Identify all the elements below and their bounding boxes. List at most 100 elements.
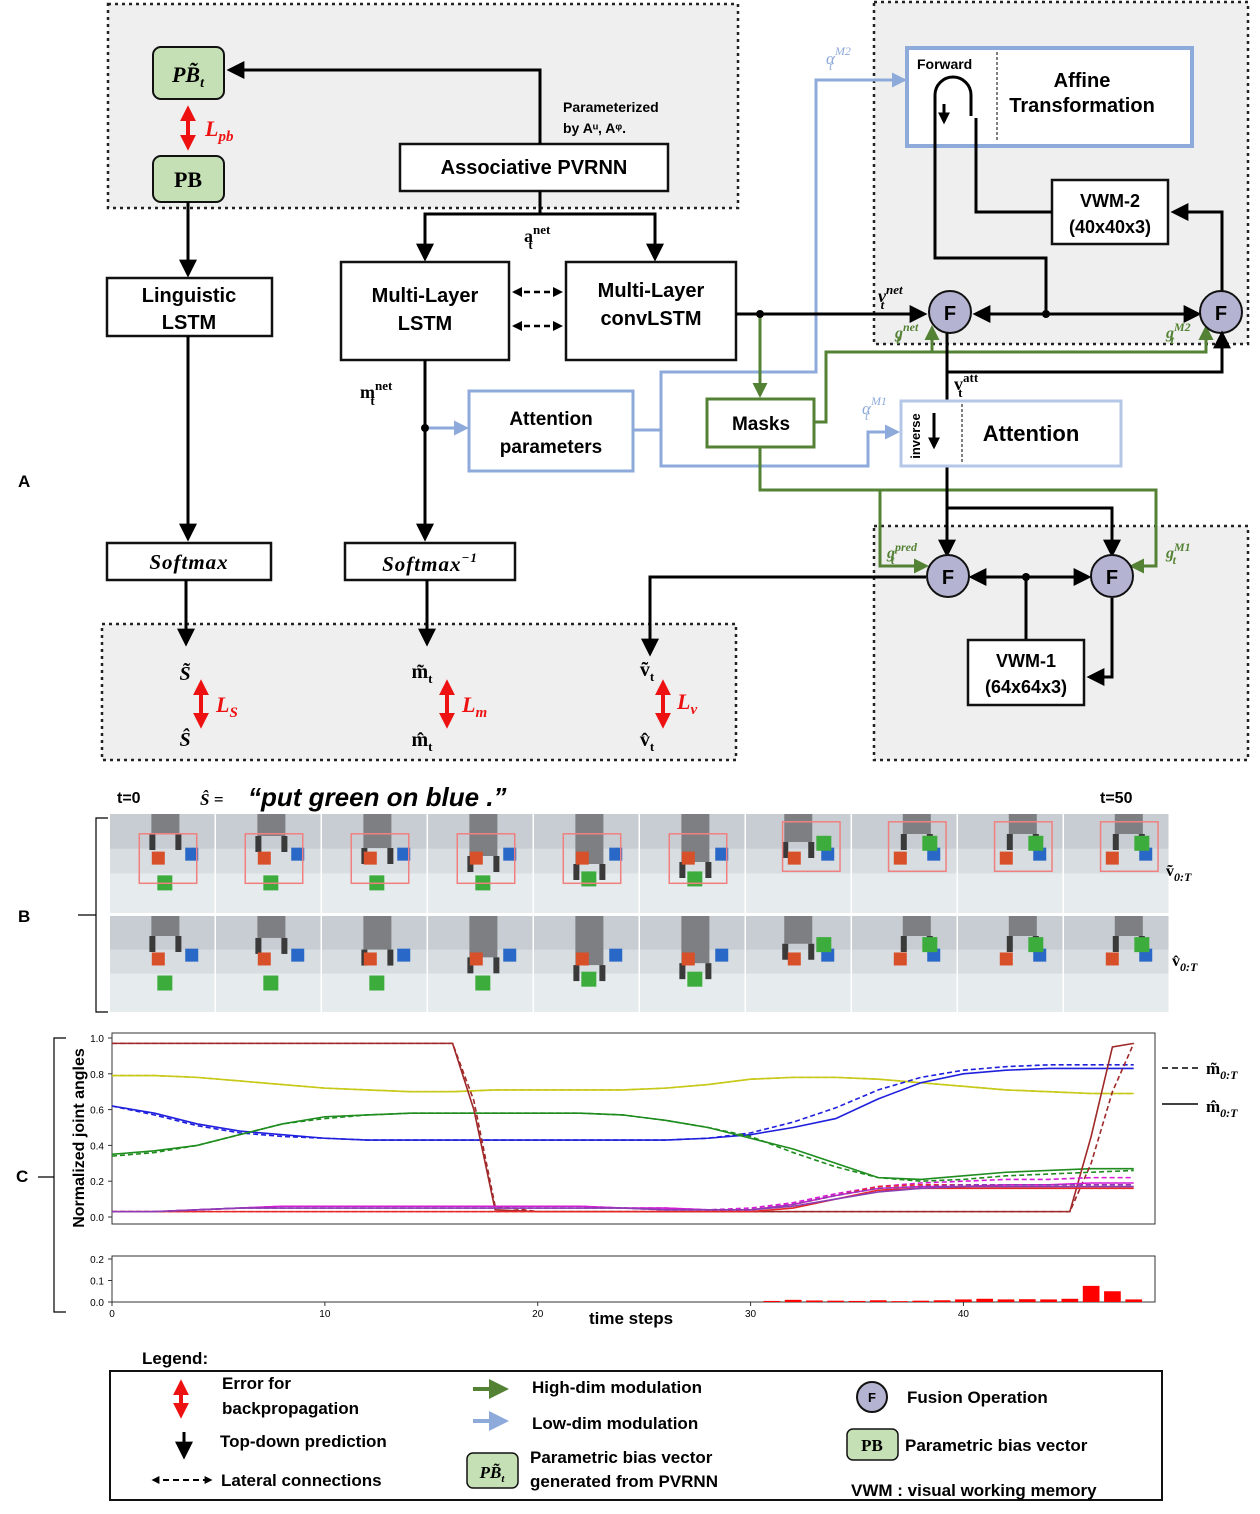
gripper-finger-right [493, 957, 500, 974]
y-tick-label: 0.2 [90, 1177, 104, 1188]
blue-cube [821, 847, 835, 861]
red-cube [681, 952, 695, 966]
frame-table [852, 873, 957, 913]
forward-loop-icon [933, 75, 973, 116]
green-cube [263, 975, 279, 991]
gripper-finger-left [900, 936, 907, 952]
frame-table [958, 873, 1063, 913]
robot-arm [257, 916, 286, 938]
red-cube [469, 851, 483, 865]
legend-pb: Parametric bias vector [905, 1436, 1088, 1455]
legend-pb-icon-text: PB [861, 1436, 883, 1455]
legend-fusion-icon [856, 1381, 888, 1413]
g-m1-path [880, 488, 1158, 574]
blue-cube [1139, 847, 1153, 861]
robot-arm [784, 916, 813, 944]
legend-pb-tilde-icon [466, 1452, 519, 1489]
attention-label: Attention [983, 421, 1080, 446]
series-line-dashed [112, 1176, 1134, 1213]
gripper-finger-right [599, 965, 606, 982]
green-cube [581, 971, 597, 987]
parameterized-line2: by Aᵘ, Aᵠ. [563, 120, 626, 136]
pb-text: PB [174, 167, 202, 192]
video-frame [1064, 916, 1169, 1012]
robot-arm [902, 916, 931, 936]
x-tick-label: 20 [532, 1309, 544, 1320]
red-cube [151, 952, 165, 966]
gripper-finger-right [387, 848, 394, 864]
blue-cube [397, 847, 411, 861]
y-tick-label: 0.0 [90, 1213, 104, 1224]
red-cube [469, 952, 483, 966]
pb-tilde-text: PB̃t [171, 62, 205, 91]
blue-cube [715, 847, 729, 861]
affine-line2: Transformation [1009, 95, 1155, 117]
red-cube [575, 851, 589, 865]
robot-arm [257, 814, 286, 836]
ls-label: LS [215, 692, 238, 721]
error-bar [1082, 1285, 1100, 1302]
fm1-to-vwm1-arrow [1086, 598, 1114, 686]
linguistic-lstm-line1: Linguistic [142, 285, 236, 307]
vwm1-box [966, 638, 1086, 707]
frame-table [852, 973, 957, 1012]
err-y-tick-label: 0.2 [90, 1255, 104, 1266]
error-bar [1040, 1299, 1057, 1302]
sentence-symbol: Ŝ = [200, 790, 223, 809]
linguistic-lstm-line2: LSTM [162, 312, 216, 334]
blue-cube [291, 948, 305, 962]
blue-cube [397, 948, 411, 962]
error-bar [912, 1300, 930, 1302]
vwm2-box [1050, 178, 1170, 246]
series-line-dashed [112, 1183, 1134, 1213]
ml-convlstm-line2: convLSTM [600, 308, 701, 330]
legend-error-line1: Error for [222, 1374, 291, 1393]
error-bar [763, 1300, 781, 1302]
red-cube [787, 952, 801, 966]
red-cube [681, 851, 695, 865]
green-cube [475, 975, 491, 991]
pvrnn-to-pbtilde-arrow [226, 61, 542, 144]
green-cube [816, 937, 832, 953]
t-end-label: t=50 [1100, 790, 1133, 807]
frame-table [1064, 873, 1169, 913]
frame-strip [110, 814, 1169, 1012]
attention-box-overlay [887, 821, 947, 873]
fusion-node-m1-label: F [1106, 567, 1118, 589]
gripper-finger-left [782, 842, 789, 858]
green-cube [369, 975, 385, 991]
gripper-finger-left [573, 965, 580, 982]
red-cube [787, 851, 801, 865]
red-cube [893, 952, 907, 966]
associative-pvrnn-box [398, 142, 670, 193]
robot-arm [151, 916, 180, 936]
legend-title: Legend: [142, 1349, 208, 1368]
robot-arm [469, 916, 498, 958]
attention-box-overlay [781, 821, 841, 873]
error-bar [1061, 1298, 1079, 1302]
video-frame [640, 814, 745, 913]
err-y-tick-label: 0.1 [90, 1277, 104, 1288]
robot-arm [1008, 814, 1037, 834]
lv-label: Lv [676, 689, 697, 718]
red-cube [363, 851, 377, 865]
error-plot-area [111, 1255, 1156, 1303]
gripper-finger-right [175, 834, 182, 850]
legend-pb-tilde-icon-text: PB̃t [479, 1463, 506, 1485]
s-tilde: S̃ [179, 662, 191, 685]
red-cube [257, 851, 271, 865]
video-frame [428, 916, 533, 1012]
fusion-node-m1 [1090, 554, 1134, 598]
red-cube [893, 851, 907, 865]
error-bar [933, 1300, 951, 1302]
green-cube [687, 971, 703, 987]
gripper-finger-left [255, 836, 262, 852]
green-cube [1134, 835, 1150, 851]
gripper-finger-left [1006, 936, 1013, 952]
error-bar [827, 1300, 845, 1302]
s-hat: Ŝ [179, 727, 190, 751]
legend-box [109, 1370, 1163, 1501]
